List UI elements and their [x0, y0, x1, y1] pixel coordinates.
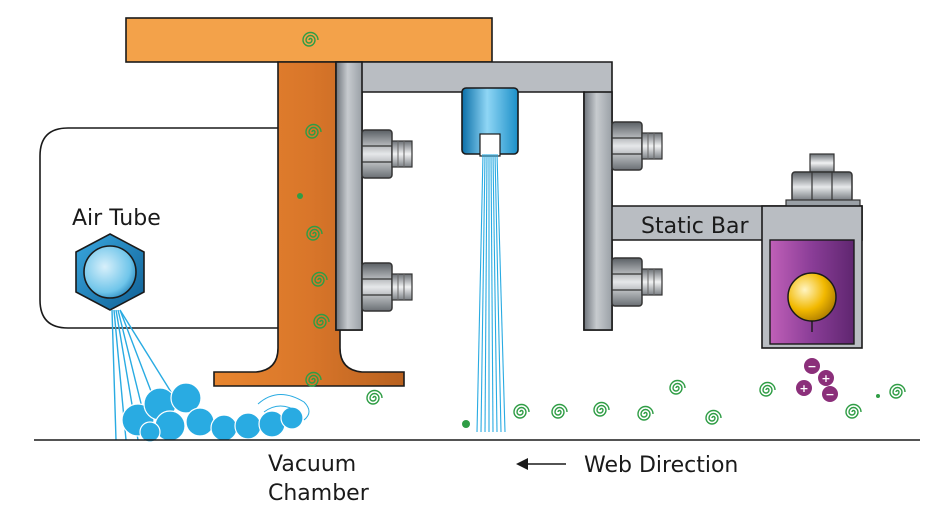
dust-speck: [297, 193, 880, 428]
hex-nut-icon: [611, 257, 663, 307]
air-stream: [476, 153, 506, 433]
mounting-bracket: [335, 61, 863, 331]
vacuum-swirl: [257, 394, 310, 421]
air-tube-label: Air Tube: [72, 206, 161, 231]
hex-nut-icon: [361, 129, 413, 179]
web-direction-label: Web Direction: [584, 453, 738, 478]
air-knife-nozzle: [461, 87, 519, 157]
vacuum-chamber-label-line2: Chamber: [268, 481, 370, 506]
svg-text:−: −: [825, 388, 834, 401]
svg-text:−: −: [807, 360, 816, 373]
charge-ion-icon: − + + −: [796, 358, 838, 402]
hex-nut-icon: [611, 121, 663, 171]
hex-nut-icon: [785, 153, 861, 209]
air-tube-icon: [75, 233, 145, 311]
svg-text:+: +: [799, 382, 808, 395]
static-bar-label: Static Bar: [641, 214, 749, 239]
svg-text:+: +: [821, 372, 830, 385]
arrow-left-icon: [516, 458, 566, 470]
static-bar: [761, 205, 863, 349]
vacuum-cloud: [121, 382, 304, 443]
hex-nut-icon: [361, 262, 413, 312]
vacuum-chamber-label-line1: Vacuum: [268, 452, 356, 477]
